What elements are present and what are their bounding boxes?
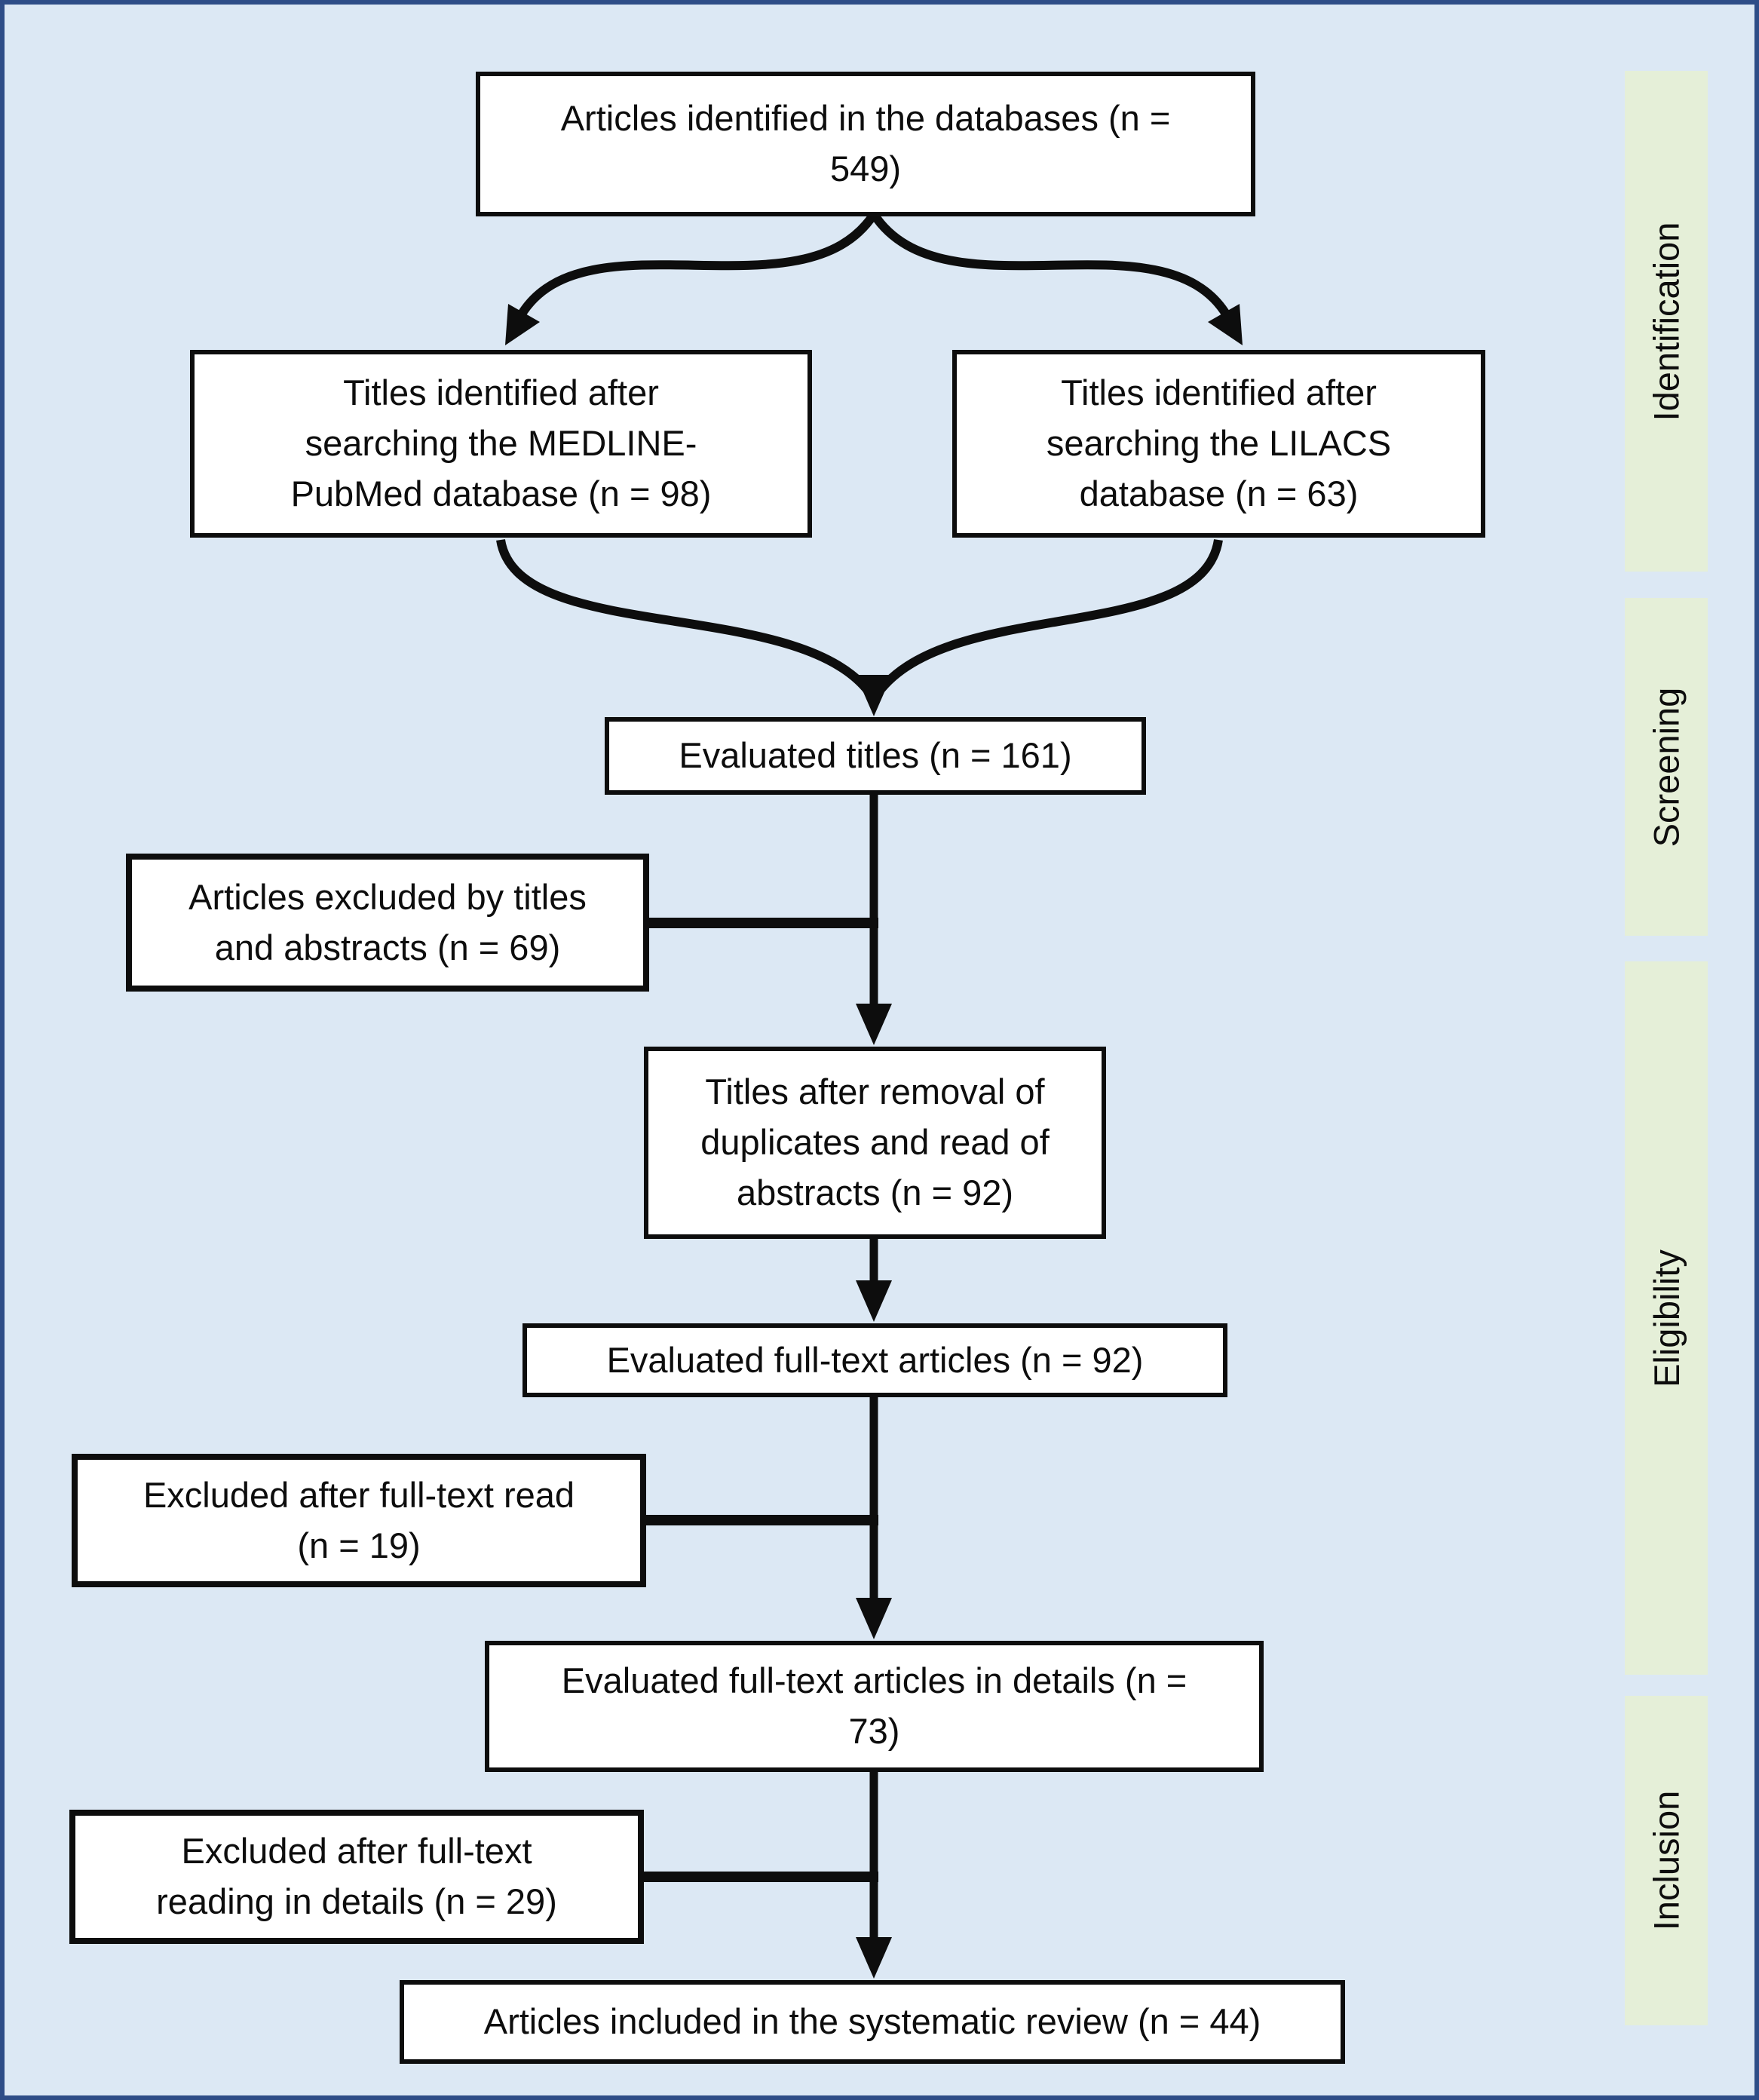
box-excluded-reading-details: Excluded after full-text reading in deta… [69, 1810, 644, 1944]
arrowhead-into-titles-removal [856, 1004, 892, 1045]
arrowhead-into-medline [505, 304, 540, 345]
box-lilacs: Titles identified after searching the LI… [952, 350, 1485, 538]
arrow-merge-left [496, 538, 876, 700]
stage-band-inclusion: Inclusion [1625, 1696, 1708, 2025]
box-titles-after-removal: Titles after removal of duplicates and r… [644, 1047, 1106, 1239]
stage-band-screening: Screening [1625, 598, 1708, 936]
stage-band-eligibility: Eligibility [1625, 961, 1708, 1675]
arrow-merge-right [872, 538, 1223, 700]
arrowhead-into-lilacs [1208, 304, 1243, 345]
box-excluded-fulltext-read: Excluded after full-text read (n = 19) [72, 1454, 646, 1587]
stage-label-eligibility: Eligibility [1646, 1249, 1687, 1387]
arrowhead-into-evaluated-fulltext [856, 1280, 892, 1322]
arrow-split-right [869, 211, 1231, 318]
stage-label-identification: Identification [1646, 222, 1687, 421]
box-medline-pubmed: Titles identified after searching the ME… [190, 350, 812, 538]
arrow-split-left [516, 211, 878, 318]
stage-label-screening: Screening [1646, 687, 1687, 847]
arrowhead-into-included [856, 1937, 892, 1979]
box-evaluated-titles: Evaluated titles (n = 161) [605, 717, 1146, 795]
box-evaluated-fulltext-details: Evaluated full-text articles in details … [485, 1641, 1264, 1772]
box-articles-identified: Articles identified in the databases (n … [476, 72, 1255, 216]
box-excluded-by-titles: Articles excluded by titles and abstract… [126, 854, 649, 992]
stage-label-inclusion: Inclusion [1646, 1790, 1687, 1931]
box-evaluated-fulltext: Evaluated full-text articles (n = 92) [522, 1323, 1227, 1397]
arrowhead-into-evaluated-titles [856, 675, 892, 716]
box-articles-included: Articles included in the systematic revi… [400, 1980, 1345, 2064]
stage-band-identification: Identification [1625, 71, 1708, 572]
arrowhead-into-evaluated-details [856, 1598, 892, 1639]
